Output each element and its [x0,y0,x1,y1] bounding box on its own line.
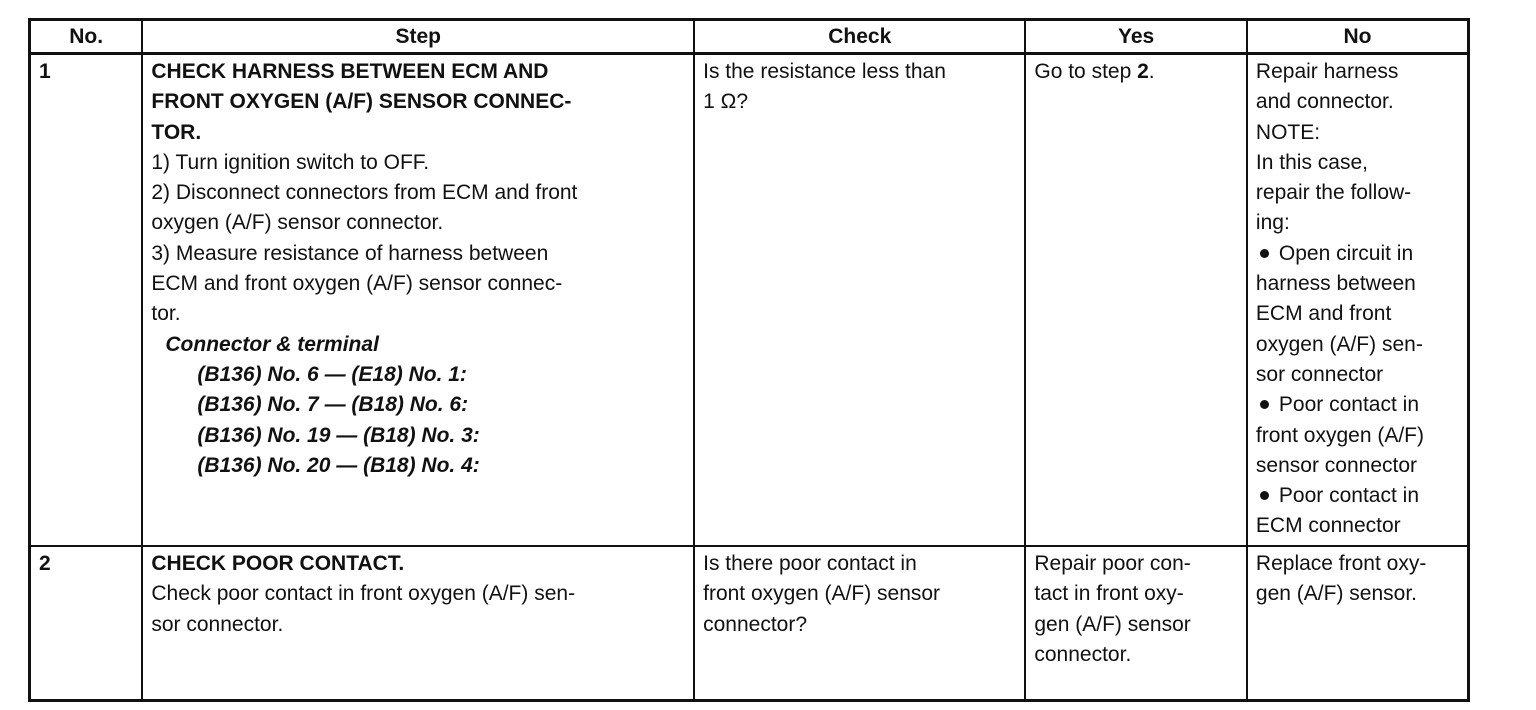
step-number-text: 2 [39,552,51,575]
step-title-line: CHECK POOR CONTACT. [151,552,405,575]
check-cell: Is there poor contact in front oxygen (A… [693,545,1027,702]
connector-terminal-item: (B136) No. 6 — (E18) No. 1: [197,362,467,386]
step-number: 2 [28,545,144,702]
yes-cell: Go to step 2. [1024,52,1248,547]
step-title-line: TOR. [151,120,202,144]
bullet-line: ECM connector [1255,514,1401,538]
step-number-text: 1 [39,60,51,83]
bullet-line: ECM and front [1255,302,1392,326]
header-no: No. [28,18,144,55]
check-line: front oxygen (A/F) sensor [703,582,941,606]
step-line: ECM and front oxygen (A/F) sensor connec… [151,272,563,296]
table-row: 2 CHECK POOR CONTACT. Check poor contact… [28,545,1470,702]
no-cell: Repair harness and connector. NOTE: In t… [1245,52,1470,547]
yes-text-prefix: Go to step [1034,60,1138,83]
no-line: Repair harness [1255,60,1399,83]
connector-terminal-item: (B136) No. 19 — (B18) No. 3: [197,423,480,447]
yes-line: gen (A/F) sensor [1034,612,1191,636]
step-line: sor connector. [151,612,284,636]
no-line: Replace front oxy- [1255,552,1427,575]
step-title-line: CHECK HARNESS BETWEEN ECM AND [151,60,549,83]
yes-text-suffix: . [1148,60,1155,83]
connector-heading: Connector & terminal [165,332,379,356]
no-line: ing: [1255,211,1290,235]
bullet-dot-icon [1259,248,1269,258]
step-line: Check poor contact in front oxygen (A/F)… [151,582,576,606]
bullet-item: Open circuit in [1256,239,1459,269]
bullet-item: Poor contact in [1256,481,1459,511]
no-line: repair the follow- [1255,181,1412,205]
header-no-action: No [1245,18,1470,55]
bullet-line: oxygen (A/F) sen- [1255,332,1423,356]
bullet-line: Poor contact in [1278,484,1420,508]
no-cell: Replace front oxy- gen (A/F) sensor. [1245,545,1470,702]
step-title-line: FRONT OXYGEN (A/F) SENSOR CONNEC- [151,90,572,114]
check-line: 1 Ω? [703,90,749,114]
step-line: 1) Turn ignition switch to OFF. [151,150,430,174]
bullet-dot-icon [1259,491,1269,501]
bullet-line: front oxygen (A/F) [1255,423,1424,447]
bullet-line: sor connector [1255,362,1384,386]
check-line: Is the resistance less than [703,60,946,83]
yes-line: connector. [1034,642,1132,666]
bullet-line: sensor connector [1255,453,1418,477]
diagnostic-table: No. Step Check Yes No 1 CHECK HARNESS BE… [28,18,1470,702]
yes-line: Repair poor con- [1034,552,1191,575]
step-line: 2) Disconnect connectors from ECM and fr… [151,181,578,205]
bullet-line: Open circuit in [1278,241,1414,265]
step-line: 3) Measure resistance of harness between [151,241,549,265]
connector-terminal-item: (B136) No. 20 — (B18) No. 4: [197,453,480,477]
no-line: and connector. [1255,90,1394,114]
yes-line: tact in front oxy- [1034,582,1184,606]
header-step: Step [141,18,696,55]
check-line: connector? [703,612,808,636]
check-cell: Is the resistance less than 1 Ω? [693,52,1027,547]
header-row: No. Step Check Yes No [28,18,1470,55]
bullet-line: harness between [1255,272,1416,296]
table-row: 1 CHECK HARNESS BETWEEN ECM AND FRONT OX… [28,52,1470,547]
step-line: oxygen (A/F) sensor connector. [151,211,444,235]
header-yes: Yes [1024,18,1248,55]
no-line: In this case, [1255,150,1368,174]
step-number: 1 [28,52,144,547]
step-line: tor. [151,302,181,326]
bullet-dot-icon [1259,400,1269,410]
yes-cell: Repair poor con- tact in front oxy- gen … [1024,545,1248,702]
no-line: gen (A/F) sensor. [1255,582,1417,606]
step-reference: 2 [1137,60,1149,83]
bullet-line: Poor contact in [1278,393,1420,417]
step-cell: CHECK POOR CONTACT. Check poor contact i… [141,545,696,702]
header-check: Check [693,18,1027,55]
step-cell: CHECK HARNESS BETWEEN ECM AND FRONT OXYG… [141,52,696,547]
bullet-item: Poor contact in [1256,390,1459,420]
check-line: Is there poor contact in [703,552,917,575]
no-line: NOTE: [1255,120,1321,144]
connector-terminal-item: (B136) No. 7 — (B18) No. 6: [197,393,469,417]
